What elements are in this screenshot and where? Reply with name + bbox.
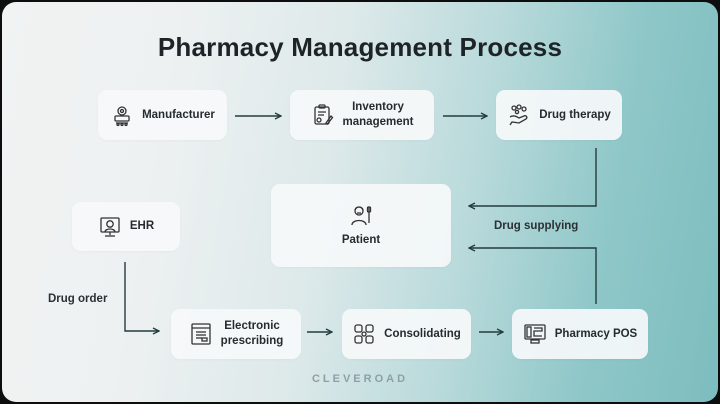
hand-pills-icon [509,104,528,126]
node-manufacturer: Manufacturer [98,90,227,140]
node-label: Patient [341,234,381,246]
arrow-ehr-to-e-prescribing [124,262,159,331]
node-inventory-management: Inventory management [290,90,434,140]
prescription-document-icon [191,323,211,345]
consolidate-grid-icon [354,324,374,344]
edge-label-drug-supplying: Drug supplying [494,220,579,232]
node-label: Consolidating [384,327,461,340]
node-label-line-2: management [342,116,414,128]
node-label: Inventory management [343,100,414,130]
node-label: Pharmacy POS [554,327,638,340]
node-patient: Patient [271,184,451,267]
node-electronic-prescribing: Electronic prescribing [171,309,301,359]
edge-label-drug-order: Drug order [48,293,108,305]
factory-icon [114,106,130,127]
pos-terminal-icon [524,324,546,344]
node-label-line-2: prescribing [220,335,284,347]
diagram-title: Pharmacy Management Process [157,32,563,62]
node-label: Electronic prescribing [221,319,284,349]
node-label: EHR [129,220,155,232]
node-ehr: EHR [72,202,180,251]
node-drug-therapy: Drug therapy [496,90,622,140]
node-label-line-1: Electronic [224,320,280,332]
node-label: Manufacturer [142,108,215,121]
arrow-pos-to-patient [469,248,597,304]
node-pharmacy-pos: Pharmacy POS [512,309,648,359]
node-label-line-1: Inventory [352,101,404,113]
brand-logo-text: CLEVEROAD [311,373,409,385]
node-consolidating: Consolidating [342,309,471,359]
arrow-drug-therapy-to-patient [469,148,597,206]
computer-doctor-icon [100,216,120,237]
patient-iv-icon [351,206,372,226]
node-label: Drug therapy [539,108,611,121]
inventory-clipboard-icon [313,104,333,125]
